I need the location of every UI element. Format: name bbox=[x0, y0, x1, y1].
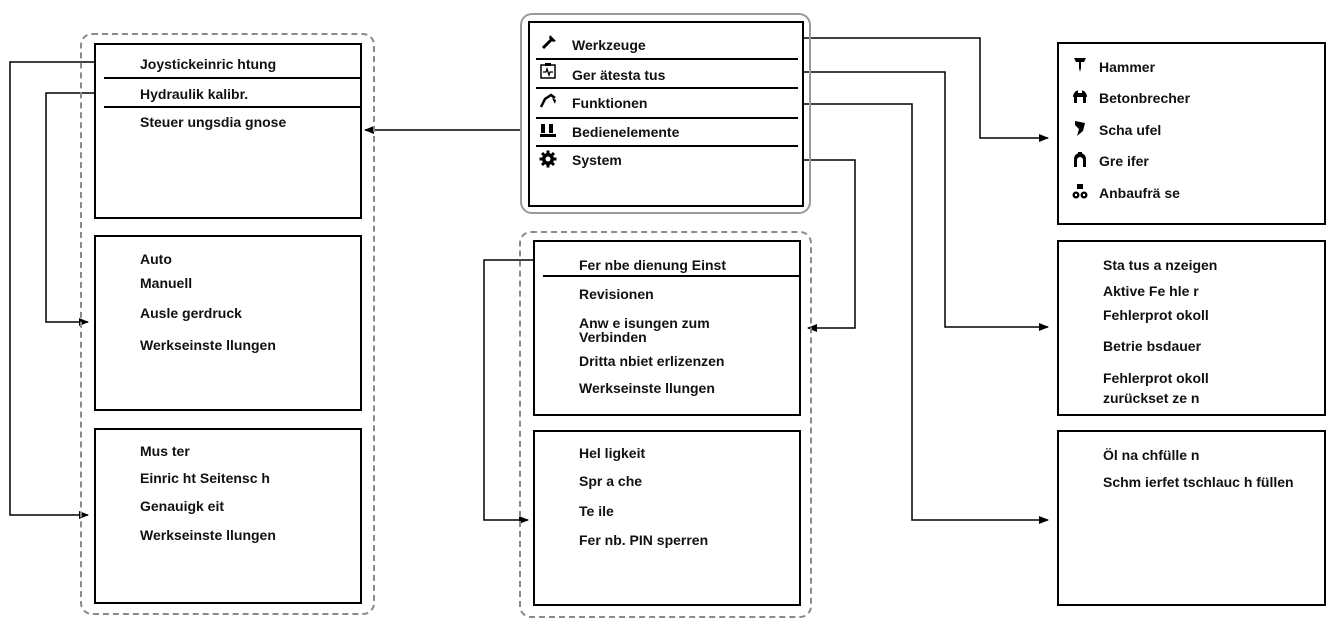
display-box: Hel ligkeit Spr a che Te ile Fer nb. PIN… bbox=[533, 430, 801, 606]
joystick-box: Mus ter Einric ht Seitensc h Genauigk ei… bbox=[94, 428, 362, 604]
function-item-schmierfett[interactable]: Schm ierfet tschlauc h füllen bbox=[1103, 474, 1294, 490]
tool-item-schaufel[interactable]: Scha ufel bbox=[1099, 122, 1162, 138]
device-status-icon bbox=[540, 63, 556, 79]
menu-item-bedienelemente[interactable]: Bedienelemente bbox=[572, 124, 680, 140]
menu-item-geraetestatus[interactable]: Ger ätesta tus bbox=[572, 67, 666, 83]
menu-separator bbox=[536, 117, 798, 119]
menu-separator bbox=[104, 106, 360, 108]
system-item-fernbedienung[interactable]: Fer nbe dienung Einst bbox=[579, 257, 727, 273]
wire-system-to-system-menu bbox=[795, 159, 856, 332]
tool-item-greifer[interactable]: Gre ifer bbox=[1099, 153, 1149, 169]
system-item-anweisungen[interactable]: Anw e isungen zum Verbinden bbox=[579, 315, 710, 345]
display-item-teile[interactable]: Te ile bbox=[579, 503, 614, 519]
joystick-item-werkseinstellungen[interactable]: Werkseinste llungen bbox=[140, 527, 276, 543]
wire-joystick-to-joystick-box bbox=[9, 61, 100, 519]
menu-separator bbox=[536, 87, 798, 89]
grapple-icon bbox=[1074, 152, 1086, 167]
menu-item-funktionen[interactable]: Funktionen bbox=[572, 95, 648, 111]
display-item-sprache[interactable]: Spr a che bbox=[579, 473, 643, 489]
controls-item-diagnose[interactable]: Steuer ungsdia gnose bbox=[140, 114, 287, 130]
status-item-fehlerprotokoll[interactable]: Fehlerprot okoll bbox=[1103, 307, 1209, 323]
hydraulics-box: Auto Manuell Ausle gerdruck Werkseinste … bbox=[94, 235, 362, 411]
joystick-item-seitenschaltung[interactable]: Einric ht Seitensc h bbox=[140, 470, 270, 486]
status-item-aktive-fehler[interactable]: Aktive Fe hle r bbox=[1103, 283, 1199, 299]
hammer-icon bbox=[541, 35, 556, 50]
display-item-helligkeit[interactable]: Hel ligkeit bbox=[579, 445, 646, 461]
joystick-item-muster[interactable]: Mus ter bbox=[140, 443, 190, 459]
controls-group bbox=[80, 33, 375, 615]
hydraulics-item-auslegerdruck[interactable]: Ausle gerdruck bbox=[140, 305, 242, 321]
wire-remote-to-display-box bbox=[483, 259, 540, 524]
hydraulics-item-auto[interactable]: Auto bbox=[140, 251, 172, 267]
system-menu: Fer nbe dienung Einst Revisionen Anw e i… bbox=[533, 240, 801, 416]
wire-werkzeuge-to-tools bbox=[795, 37, 1049, 142]
function-item-oel-nachfuellen[interactable]: Öl na chfülle n bbox=[1103, 447, 1200, 463]
system-item-revisionen[interactable]: Revisionen bbox=[579, 286, 654, 302]
milling-attachment-icon bbox=[1072, 184, 1088, 199]
functions-box: Öl na chfülle n Schm ierfet tschlauc h f… bbox=[1057, 430, 1326, 606]
wire-funktionen-to-functions bbox=[795, 103, 1049, 524]
tool-item-betonbrecher[interactable]: Betonbrecher bbox=[1099, 90, 1191, 106]
menu-item-werkzeuge[interactable]: Werkzeuge bbox=[572, 37, 646, 53]
controls-menu: Joystickeinric htung Hydraulik kalibr. S… bbox=[94, 43, 362, 219]
display-item-pin-sperren[interactable]: Fer nb. PIN sperren bbox=[579, 532, 709, 548]
status-item-anzeigen[interactable]: Sta tus a nzeigen bbox=[1103, 257, 1218, 273]
controls-item-joystick[interactable]: Joystickeinric htung bbox=[140, 56, 277, 72]
wire-hydraulik-to-hydraulics-box bbox=[45, 92, 100, 326]
status-box: Sta tus a nzeigen Aktive Fe hle r Fehler… bbox=[1057, 240, 1326, 416]
joystick-icon bbox=[540, 124, 556, 137]
excavator-arm-icon bbox=[539, 93, 556, 108]
menu-item-system[interactable]: System bbox=[572, 152, 622, 168]
status-item-betriebsdauer[interactable]: Betrie bsdauer bbox=[1103, 338, 1202, 354]
main-menu: Werkzeuge Ger ätesta tus Funktionen Bedi… bbox=[528, 21, 804, 207]
menu-separator bbox=[104, 77, 360, 79]
menu-separator bbox=[543, 275, 799, 277]
hammer-tool-icon bbox=[1074, 58, 1086, 72]
hydraulics-item-werkseinstellungen[interactable]: Werkseinste llungen bbox=[140, 337, 276, 353]
hydraulics-item-manuell[interactable]: Manuell bbox=[140, 275, 193, 291]
status-item-protokoll-zuruecksetzen[interactable]: Fehlerprot okoll zurückset ze n bbox=[1103, 370, 1209, 406]
system-item-werkseinstellungen[interactable]: Werkseinste llungen bbox=[579, 380, 715, 396]
gear-icon bbox=[539, 150, 557, 168]
tool-item-anbaufraese[interactable]: Anbaufrä se bbox=[1099, 185, 1180, 201]
concrete-crusher-icon bbox=[1073, 89, 1087, 103]
joystick-item-genauigkeit[interactable]: Genauigk eit bbox=[140, 498, 225, 514]
main-menu-frame bbox=[520, 13, 811, 214]
wire-status-to-status-box bbox=[795, 71, 1049, 331]
bucket-icon bbox=[1075, 121, 1085, 136]
tools-box: Hammer Betonbrecher Scha ufel Gre ifer A… bbox=[1057, 42, 1326, 225]
system-item-drittanbieter[interactable]: Dritta nbiet erlizenzen bbox=[579, 353, 725, 369]
controls-item-hydraulik[interactable]: Hydraulik kalibr. bbox=[140, 86, 249, 102]
menu-separator bbox=[536, 145, 798, 147]
system-group bbox=[519, 231, 812, 618]
tool-item-hammer[interactable]: Hammer bbox=[1099, 59, 1156, 75]
menu-separator bbox=[536, 58, 798, 60]
